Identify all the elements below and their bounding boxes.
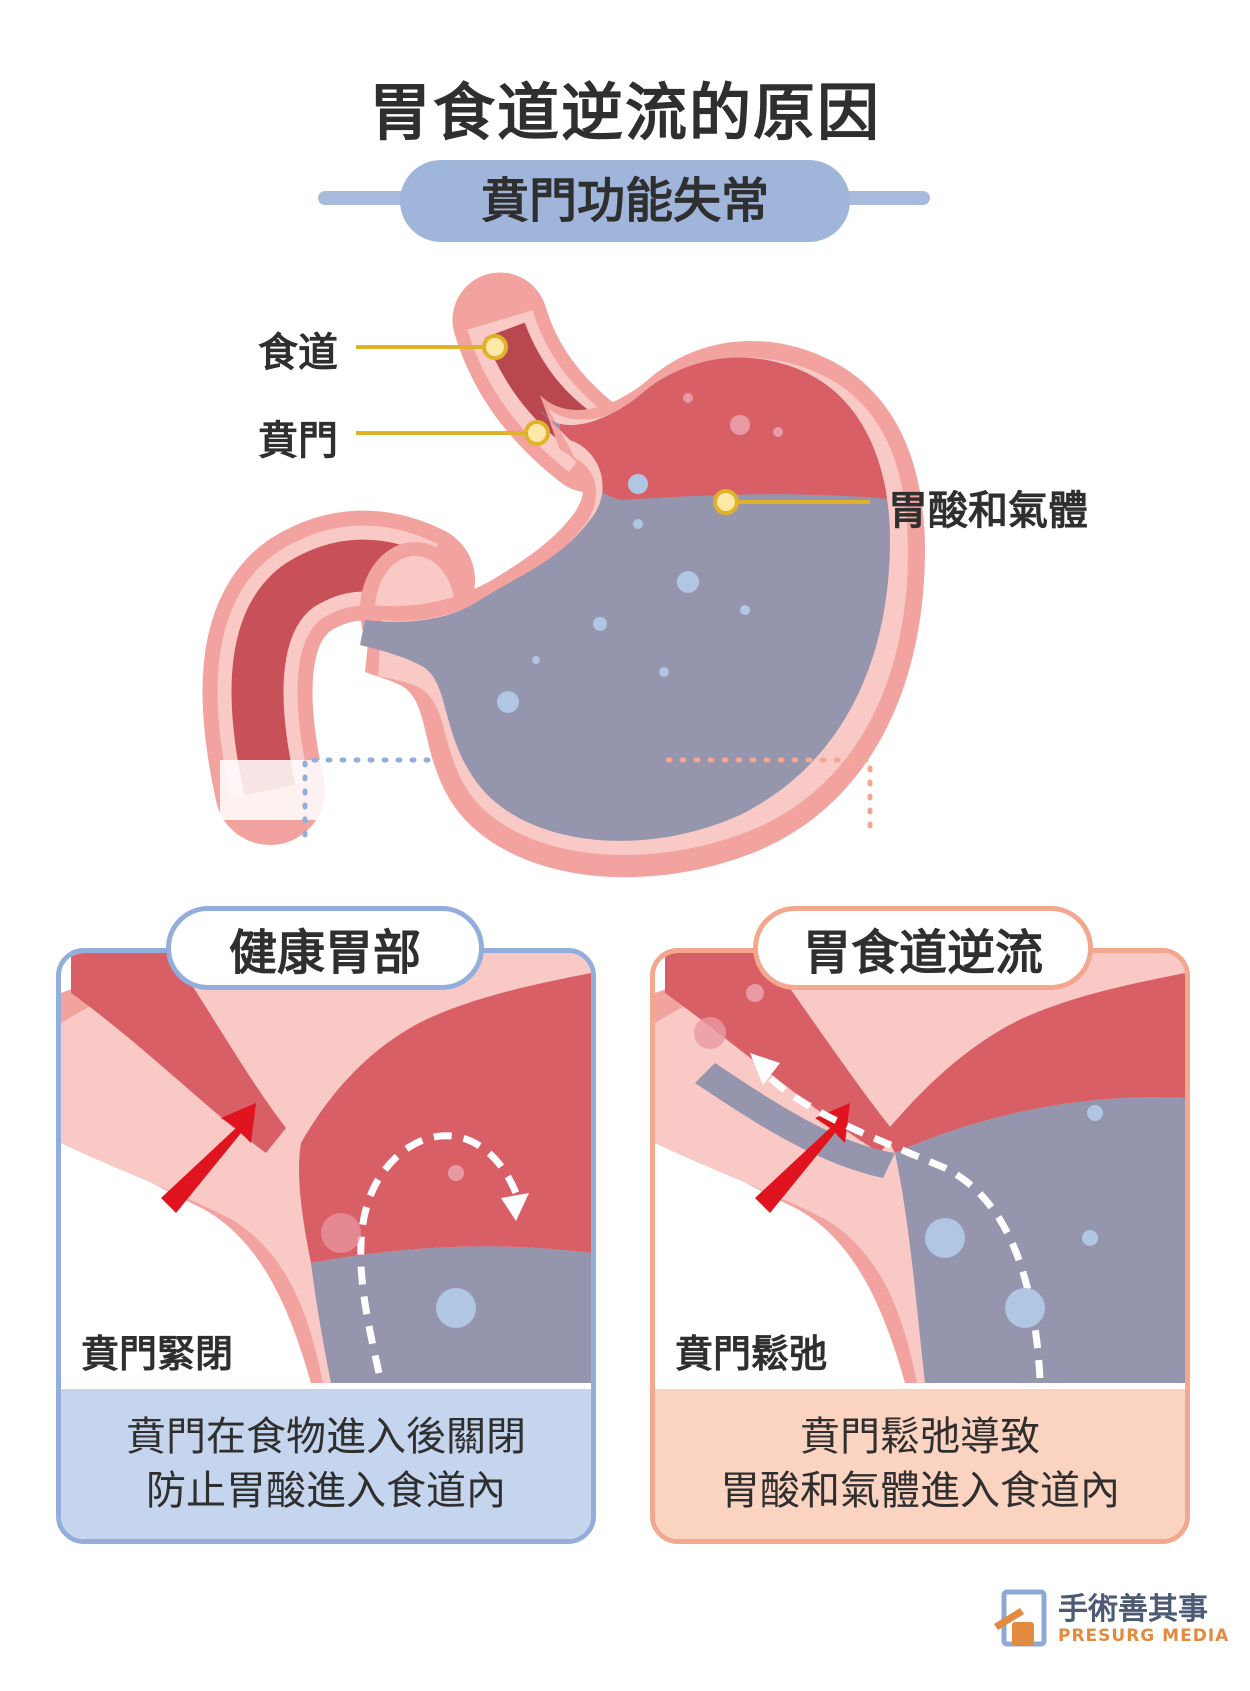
state-label-closed: 賁門緊閉 — [81, 1332, 234, 1376]
bubble — [659, 667, 669, 677]
bubble — [730, 415, 750, 435]
connector-left — [302, 757, 431, 838]
logo-icon — [994, 1589, 1047, 1647]
logo-subtitle: PRESURG MEDIA — [1058, 1626, 1230, 1646]
label-esophagus: 食道 — [258, 330, 338, 376]
cardia-marker — [524, 420, 550, 446]
arrow-cardia-relaxed — [755, 1103, 850, 1213]
stomach-illustration — [202, 272, 925, 878]
arrow-cardia-closed — [161, 1103, 256, 1213]
bubble — [532, 656, 540, 664]
esophagus-marker — [482, 334, 508, 360]
bubble — [740, 605, 750, 615]
caption-reflux-line1: 賁門鬆弛導致 — [800, 1414, 1040, 1460]
bubble — [683, 393, 693, 403]
caption-reflux-line2: 胃酸和氣體進入食道內 — [720, 1468, 1120, 1514]
state-label-relaxed: 賁門鬆弛 — [675, 1332, 828, 1376]
flow-arrow-healthy — [357, 1132, 520, 1374]
acid-gas-marker — [713, 489, 739, 515]
panel-healthy: 賁門緊閉 賁門在食物進入後關閉 防止胃酸進入食道內 — [56, 948, 596, 1544]
bubble — [677, 571, 699, 593]
bubble — [633, 519, 643, 529]
page-title: 胃食道逆流的原因 — [368, 76, 881, 149]
label-cardia: 賁門 — [258, 418, 338, 464]
bubble — [628, 474, 648, 494]
caption-healthy-line1: 賁門在食物進入後關閉 — [126, 1414, 526, 1460]
caption-healthy-line2: 防止胃酸進入食道內 — [146, 1468, 506, 1514]
panel-title-reflux: 胃食道逆流 — [753, 906, 1093, 990]
bubble — [773, 427, 783, 437]
caption-healthy: 賁門在食物進入後關閉 防止胃酸進入食道內 — [61, 1389, 591, 1539]
panel-reflux: 賁門鬆弛 賁門鬆弛導致 胃酸和氣體進入食道內 — [650, 948, 1190, 1544]
bubble — [593, 617, 607, 631]
connector-right — [665, 757, 873, 838]
subtitle-badge: 賁門功能失常 — [400, 160, 850, 242]
panel-title-healthy: 健康胃部 — [166, 906, 484, 990]
logo-name: 手術善其事 — [1058, 1592, 1208, 1627]
caption-reflux: 賁門鬆弛導致 胃酸和氣體進入食道內 — [655, 1389, 1185, 1539]
bubble — [497, 691, 519, 713]
label-acid-gas: 胃酸和氣體 — [888, 488, 1088, 534]
reflux-closeup — [655, 953, 1185, 1539]
